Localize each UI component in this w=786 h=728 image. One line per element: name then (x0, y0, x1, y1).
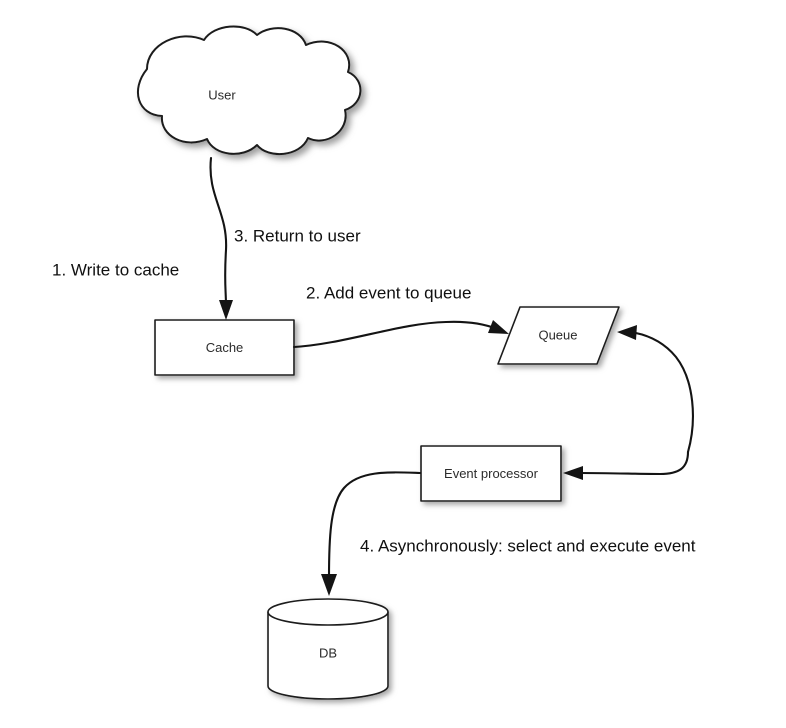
connector-user-to-cache (209, 156, 233, 320)
arrowhead-into-queue-from-processor (617, 325, 637, 340)
node-event-processor-label: Event processor (444, 466, 539, 481)
node-cache-label: Cache (206, 340, 244, 355)
connector-queue-to-event-processor (563, 450, 690, 480)
node-user[interactable]: User (137, 25, 362, 156)
node-db[interactable]: DB (267, 598, 389, 700)
node-event-processor[interactable]: Event processor (420, 445, 562, 502)
flow-label-4-async-select-execute: 4. Asynchronously: select and execute ev… (360, 536, 696, 555)
arrowhead-into-queue-from-cache (488, 320, 509, 334)
flow-label-2-add-event-to-queue: 2. Add event to queue (306, 283, 471, 302)
flow-label-3-return-to-user: 3. Return to user (234, 226, 361, 245)
connector-event-processor-to-db (321, 471, 422, 596)
node-db-label: DB (319, 645, 337, 660)
arrowhead-into-event-processor (563, 466, 583, 480)
node-queue-label: Queue (538, 327, 577, 342)
connector-cache-to-queue (292, 320, 509, 349)
arrowhead-into-cache (219, 300, 233, 320)
connector-event-processor-to-queue (617, 325, 694, 454)
node-queue[interactable]: Queue (497, 306, 620, 365)
node-user-label: User (208, 87, 236, 102)
flow-label-1-write-to-cache: 1. Write to cache (52, 260, 179, 279)
arrowhead-into-db (321, 574, 337, 596)
node-cache[interactable]: Cache (154, 319, 295, 376)
